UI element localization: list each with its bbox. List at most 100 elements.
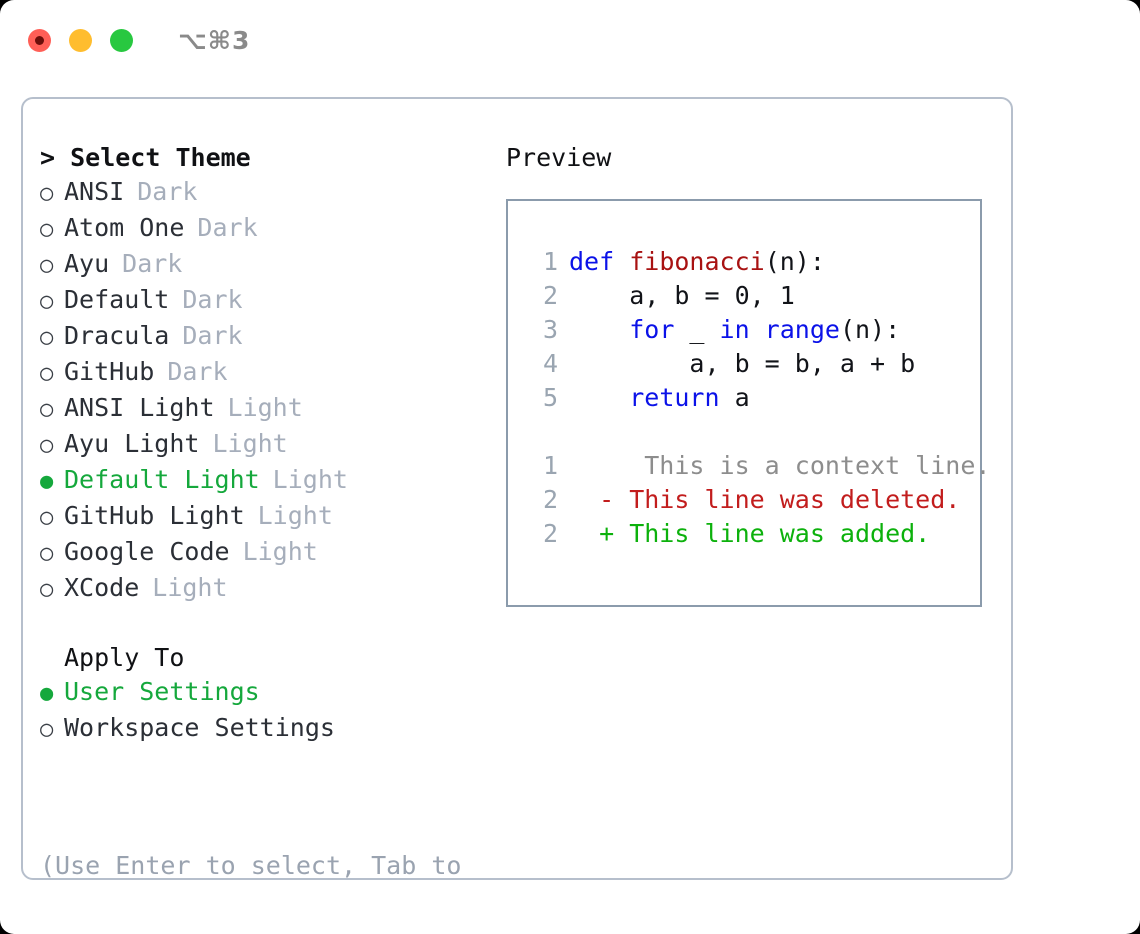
apply-to-option-list[interactable]: ● User Settings ○Workspace Settings: [40, 675, 488, 747]
code-token-kw: def: [569, 247, 630, 276]
radio-unselected-icon: ○: [40, 181, 54, 206]
radio-unselected-icon: ○: [40, 505, 54, 530]
code-token-plain: a: [719, 383, 750, 412]
code-token-kw: for: [629, 315, 675, 344]
radio-unselected-icon: ○: [40, 217, 54, 242]
apply-to-option-user-settings[interactable]: ● User Settings: [40, 675, 488, 711]
code-token-plain: (n):: [764, 247, 825, 276]
theme-option-dracula[interactable]: ○ Dracula Dark: [40, 319, 488, 355]
apply-to-option-workspace-settings[interactable]: ○Workspace Settings: [40, 711, 488, 747]
line-number: 1: [542, 451, 558, 480]
theme-option-label: ANSI: [64, 177, 125, 206]
keyboard-hint: (Use Enter to select, Tab to change focu…: [40, 781, 488, 934]
theme-option-default-light[interactable]: ● Default Light Light: [40, 463, 488, 499]
theme-option-google-code[interactable]: ○ Google Code Light: [40, 535, 488, 571]
keyboard-shortcut-label: ⌥⌘3: [178, 25, 251, 55]
diff-line-del: 2 - This line was deleted.: [524, 483, 980, 517]
theme-option-variant: Light: [212, 429, 288, 458]
theme-option-label: Ayu: [64, 249, 110, 278]
theme-option-variant: Light: [242, 537, 318, 566]
theme-option-label: Default: [64, 285, 170, 314]
theme-option-default[interactable]: ○ Default Dark: [40, 283, 488, 319]
keyboard-hint-line-1: (Use Enter to select, Tab to: [40, 851, 462, 880]
line-number: 2: [542, 281, 558, 310]
code-line-text: a, b = 0, 1: [569, 279, 795, 313]
theme-option-variant: Dark: [137, 177, 198, 206]
diff-line-text: - This line was deleted.: [569, 485, 961, 514]
radio-selected-icon: ●: [40, 681, 54, 706]
diff-line-add: 2 + This line was added.: [524, 517, 980, 551]
code-line: 3 for _ in range(n):: [524, 313, 980, 347]
code-token-plain: (n):: [839, 315, 901, 344]
theme-option-label: Dracula: [64, 321, 170, 350]
select-theme-header: > Select Theme: [40, 143, 251, 172]
theme-option-variant: Dark: [182, 321, 243, 350]
theme-option-variant: Dark: [122, 249, 183, 278]
apply-to-option-label: User Settings: [64, 677, 260, 706]
theme-option-label: GitHub Light: [64, 501, 245, 530]
theme-option-ayu[interactable]: ○ Ayu Dark: [40, 247, 488, 283]
code-line: 2 a, b = 0, 1: [524, 279, 980, 313]
preview-header: Preview: [506, 143, 612, 172]
line-number: 3: [542, 315, 558, 344]
code-token-plain: [569, 315, 629, 344]
radio-unselected-icon: ○: [40, 361, 54, 386]
radio-selected-icon: ●: [40, 469, 54, 494]
theme-option-variant: Light: [152, 573, 228, 602]
theme-option-atom-one[interactable]: ○ Atom One Dark: [40, 211, 488, 247]
code-token-plain: [569, 383, 629, 412]
radio-unselected-icon: ○: [40, 289, 54, 314]
theme-option-label: XCode: [64, 573, 140, 602]
diff-line-ctx: 1 This is a context line.: [524, 449, 991, 483]
radio-unselected-icon: ○: [40, 253, 54, 278]
theme-option-label: Atom One: [64, 213, 185, 242]
theme-option-label: Google Code: [64, 537, 230, 566]
traffic-light-group: [28, 28, 133, 52]
code-token-kw: in range: [719, 315, 840, 344]
radio-unselected-icon: ○: [40, 325, 54, 350]
code-token-fn: fibonacci: [629, 247, 765, 276]
maximize-window-button[interactable]: [110, 28, 133, 52]
radio-unselected-icon: ○: [40, 541, 54, 566]
radio-unselected-icon: ○: [40, 433, 54, 458]
close-icon: [35, 35, 44, 45]
theme-option-github[interactable]: ○ GitHub Dark: [40, 355, 488, 391]
diff-line-text: This is a context line.: [569, 451, 991, 480]
close-window-button[interactable]: [28, 28, 51, 52]
line-number: 5: [542, 383, 558, 412]
apply-to-header: Apply To: [64, 643, 185, 672]
radio-unselected-icon: ○: [40, 577, 54, 602]
theme-option-variant: Dark: [167, 357, 228, 386]
theme-option-label: Default Light: [64, 465, 260, 494]
theme-option-variant: Light: [257, 501, 333, 530]
theme-option-variant: Light: [272, 465, 348, 494]
code-blank-line: [524, 415, 980, 449]
theme-option-xcode[interactable]: ○ XCode Light: [40, 571, 488, 607]
radio-unselected-icon: ○: [40, 717, 54, 742]
code-token-plain: a, b = 0, 1: [569, 281, 795, 310]
theme-option-label: ANSI Light: [64, 393, 215, 422]
code-token-plain: _: [674, 315, 720, 344]
line-number: 4: [542, 349, 558, 378]
theme-option-variant: Dark: [197, 213, 258, 242]
minimize-window-button[interactable]: [69, 28, 92, 52]
theme-option-github-light[interactable]: ○ GitHub Light Light: [40, 499, 488, 535]
diff-sample: 1 This is a context line.2 - This line w…: [524, 449, 991, 551]
theme-option-variant: Dark: [182, 285, 243, 314]
theme-option-label: GitHub: [64, 357, 155, 386]
line-number: 2: [542, 485, 558, 514]
code-line-text: def fibonacci(n):: [569, 245, 825, 279]
theme-option-ansi[interactable]: ○ ANSI Dark: [40, 175, 488, 211]
code-line-text: return a: [569, 381, 750, 415]
theme-option-variant: Light: [227, 393, 303, 422]
code-token-plain: a, b = b, a + b: [569, 349, 916, 378]
